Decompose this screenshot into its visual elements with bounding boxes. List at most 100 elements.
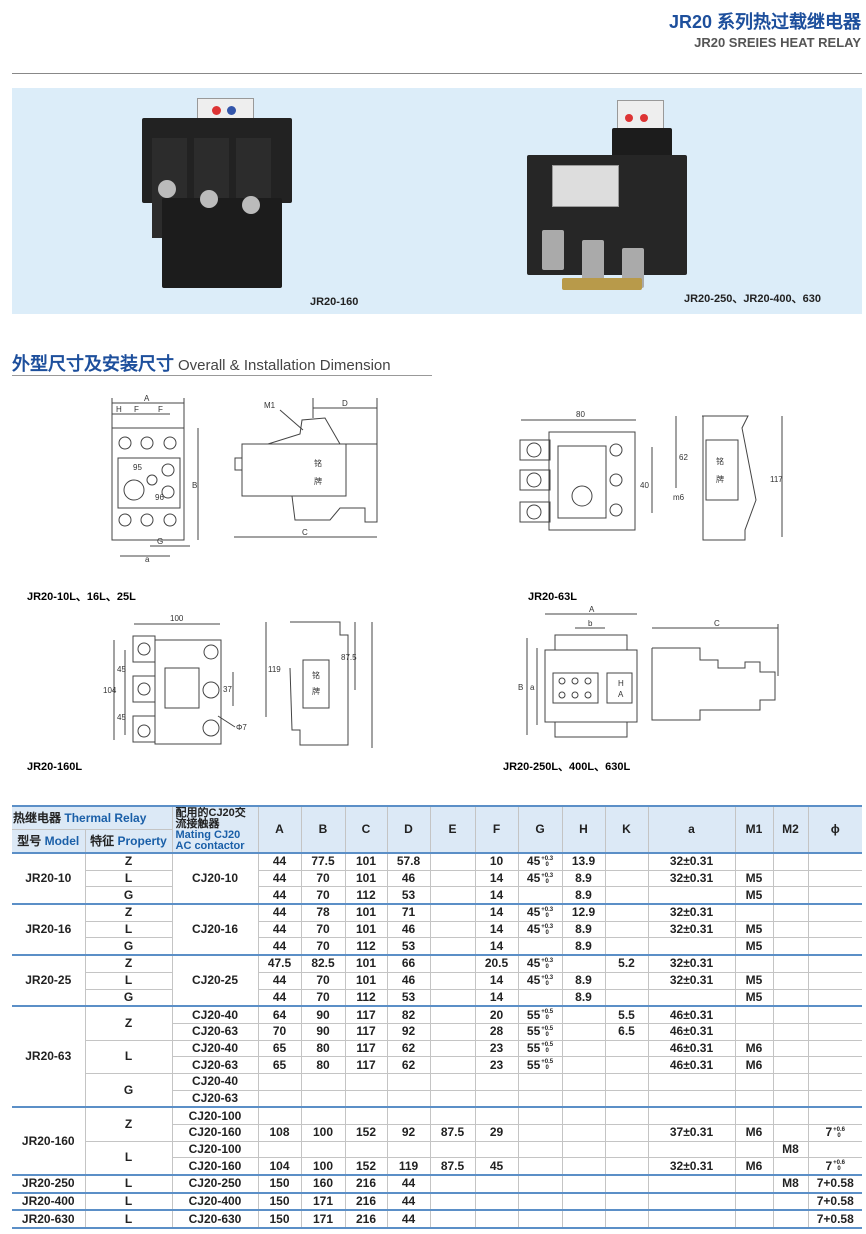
value-cell: 112 (344, 886, 388, 905)
value-cell (386, 1072, 431, 1091)
value-cell: 70 (300, 886, 346, 905)
model-cell: JR20-25 (12, 954, 86, 1007)
contactor-cell: CJ20-100 (171, 1140, 259, 1159)
value-cell (561, 1072, 606, 1091)
value-cell (300, 1089, 346, 1108)
value-cell (604, 920, 649, 939)
value-cell (561, 1022, 606, 1041)
dim-label: M1 (264, 401, 276, 410)
property-cell: Z (84, 954, 173, 973)
value-cell: 12.9 (561, 903, 606, 922)
value-cell: 150 (257, 1174, 302, 1194)
dim-label: B (192, 481, 197, 490)
value-cell: 53 (386, 937, 431, 956)
value-cell: M5 (734, 886, 774, 905)
value-cell: 8.9 (561, 937, 606, 956)
value-cell (734, 1140, 774, 1159)
value-cell (807, 1005, 862, 1024)
value-cell: 160 (300, 1174, 346, 1194)
value-cell (604, 1072, 649, 1091)
value-cell (561, 1191, 606, 1211)
value-cell: 87.5 (429, 1157, 476, 1176)
nameplate-label: 牌 (716, 474, 724, 484)
value-cell: 101 (344, 920, 388, 939)
value-cell (647, 1174, 736, 1194)
dim-label: 96 (155, 493, 164, 502)
value-cell: 44 (257, 937, 302, 956)
value-cell: 6.5 (604, 1022, 649, 1041)
value-cell: 100 (300, 1124, 346, 1142)
value-cell (807, 1039, 862, 1058)
value-cell (517, 937, 563, 956)
value-cell: 44 (257, 851, 302, 871)
property-cell: L (84, 1174, 173, 1194)
value-cell: 62 (386, 1039, 431, 1058)
value-cell: 13.9 (561, 851, 606, 871)
value-cell (429, 886, 476, 905)
dim-label: 100 (170, 614, 184, 623)
value-cell: 8.9 (561, 886, 606, 905)
dim-label: m6 (673, 493, 685, 502)
header-text: Model (44, 833, 80, 848)
value-cell: M8 (772, 1174, 809, 1194)
value-cell: 53 (386, 988, 431, 1007)
value-cell (517, 988, 563, 1007)
value-cell (772, 869, 809, 888)
value-cell: 62 (386, 1056, 431, 1074)
header-text: Mating CJ20 AC contactor (175, 828, 245, 852)
contactor-cell: CJ20-250 (171, 1174, 259, 1194)
value-cell (604, 1191, 649, 1211)
photo-caption: JR20-250、JR20-400、630 (684, 293, 821, 305)
value-cell (429, 1089, 476, 1108)
drawing-jr20-63l: 80 40 62 117 m6 铭 牌 JR20-63L (519, 410, 783, 603)
property-cell: L (84, 1209, 173, 1230)
value-cell: 5.5 (604, 1005, 649, 1024)
value-cell (807, 920, 862, 939)
value-cell (474, 1072, 519, 1091)
value-cell: 77.5 (300, 851, 346, 871)
value-cell: 23 (474, 1056, 519, 1074)
value-cell (604, 1174, 649, 1194)
section-title-zh: 外型尺寸及安装尺寸 (12, 354, 174, 374)
value-cell: 14 (474, 971, 519, 990)
property-cell: L (85, 1140, 173, 1176)
dim-label: F (134, 405, 139, 414)
dim-label: b (588, 619, 593, 628)
contactor-cell: CJ20-630 (171, 1209, 259, 1230)
dim-label: Φ7 (236, 723, 247, 732)
value-cell: 100 (300, 1157, 346, 1176)
value-cell (647, 1106, 736, 1126)
value-cell: 117 (344, 1022, 388, 1041)
dim-label: 104 (103, 686, 117, 695)
contactor-cell: CJ20-63 (172, 1022, 259, 1041)
value-cell (561, 1005, 606, 1024)
value-cell: 171 (300, 1209, 346, 1230)
value-cell: 29 (474, 1124, 519, 1142)
value-cell: 14 (474, 869, 519, 888)
value-cell: 101 (344, 971, 388, 990)
value-cell (604, 869, 649, 888)
value-cell (807, 971, 862, 990)
contactor-cell: CJ20-160 (172, 1124, 259, 1142)
value-cell: 78 (300, 903, 346, 922)
value-cell: 46±0.31 (647, 1056, 736, 1074)
value-cell (604, 971, 649, 990)
value-cell (604, 1056, 649, 1074)
value-cell (386, 1140, 431, 1159)
value-cell: 82.5 (300, 954, 346, 973)
value-cell: 101 (344, 903, 388, 922)
dim-label: H (116, 405, 122, 414)
dim-label: 119 (268, 665, 281, 674)
value-cell (517, 1209, 563, 1230)
nameplate-label: 牌 (312, 686, 320, 696)
header-thermal-relay: 热继电器 Thermal Relay (12, 805, 173, 830)
property-cell: L (85, 920, 173, 939)
value-cell (604, 1157, 649, 1176)
value-cell: 44 (257, 988, 302, 1007)
page-subtitle: JR20 SREIES HEAT RELAY (694, 35, 861, 50)
